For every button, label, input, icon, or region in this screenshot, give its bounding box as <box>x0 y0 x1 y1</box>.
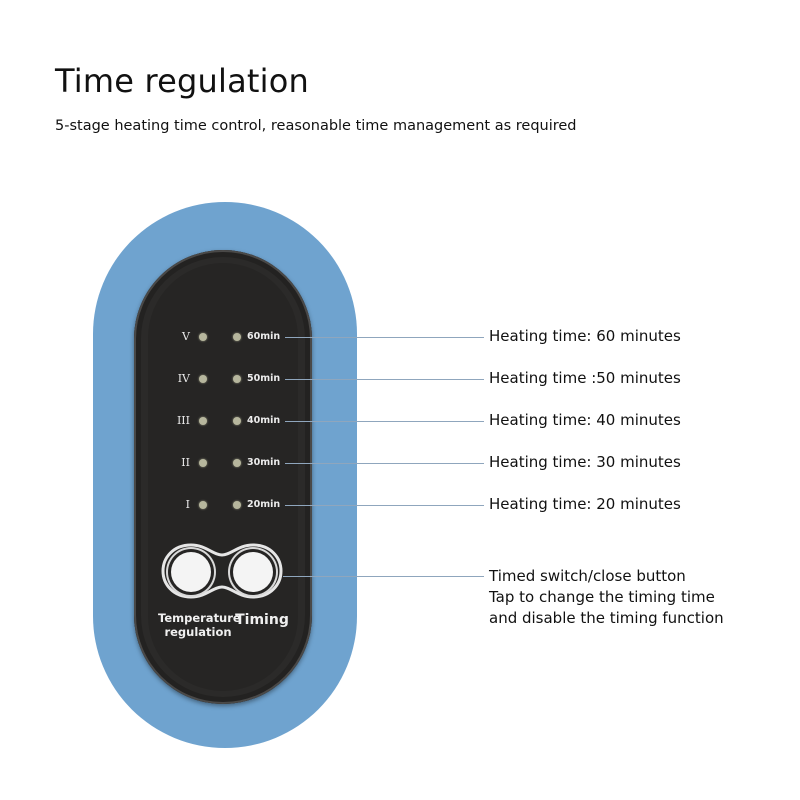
callout-20: Heating time: 20 minutes <box>489 495 681 513</box>
timing-label: Timing <box>235 612 289 628</box>
level-iii-led-indicator <box>199 417 207 425</box>
leader-line-timing <box>283 576 484 577</box>
page-subtitle: 5-stage heating time control, reasonable… <box>55 118 577 134</box>
callout-40: Heating time: 40 minutes <box>489 411 681 429</box>
controller-face <box>148 263 298 691</box>
level-label-ii: II <box>181 456 190 469</box>
level-iv-led-indicator <box>199 375 207 383</box>
level-ii-led-indicator <box>199 459 207 467</box>
callout-50: Heating time :50 minutes <box>489 369 681 387</box>
page-title: Time regulation <box>55 62 310 100</box>
20min-led-indicator <box>233 501 241 509</box>
minutes-label-20: 20min <box>247 499 281 510</box>
timing-callout-line3: and disable the timing function <box>489 609 724 627</box>
leader-line-40 <box>285 421 484 422</box>
40min-led-indicator <box>233 417 241 425</box>
minutes-label-50: 50min <box>247 373 281 384</box>
temperature-label: Temperature regulation <box>158 611 241 639</box>
leader-line-60 <box>285 337 484 338</box>
level-label-iv: IV <box>177 372 190 385</box>
level-v-led-indicator <box>199 333 207 341</box>
minutes-label-40: 40min <box>247 415 281 426</box>
leader-line-30 <box>285 463 484 464</box>
30min-led-indicator <box>233 459 241 467</box>
timing-callout-line2: Tap to change the timing time <box>489 588 715 606</box>
level-i-led-indicator <box>199 501 207 509</box>
temperature-label-line2: regulation <box>164 625 232 639</box>
leader-line-20 <box>285 505 484 506</box>
60min-led-indicator <box>233 333 241 341</box>
buttons-outline-icon <box>161 543 283 599</box>
temperature-label-line1: Temperature <box>158 611 241 625</box>
leader-line-50 <box>285 379 484 380</box>
level-label-i: I <box>185 498 190 511</box>
minutes-label-30: 30min <box>247 457 281 468</box>
temperature-regulation-button[interactable] <box>171 552 211 592</box>
callout-60: Heating time: 60 minutes <box>489 327 681 345</box>
minutes-label-60: 60min <box>247 331 281 342</box>
level-label-iii: III <box>176 414 190 427</box>
level-label-v: V <box>182 330 190 343</box>
callout-30: Heating time: 30 minutes <box>489 453 681 471</box>
timing-callout: Timed switch/close button Tap to change … <box>489 566 724 629</box>
timing-button[interactable] <box>233 552 273 592</box>
timing-callout-line1: Timed switch/close button <box>489 567 686 585</box>
50min-led-indicator <box>233 375 241 383</box>
